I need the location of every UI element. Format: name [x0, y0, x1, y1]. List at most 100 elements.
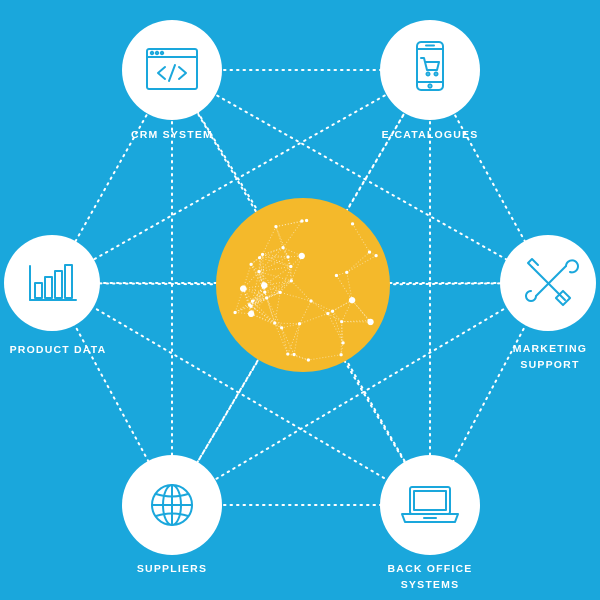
- hub-mesh-node: [263, 290, 267, 294]
- hub-mesh-node: [286, 352, 290, 356]
- hub-mesh-node: [306, 358, 310, 362]
- connector-line: [51, 69, 431, 284]
- node-suppliers[interactable]: [122, 455, 222, 555]
- hub-mesh-line: [252, 291, 281, 302]
- hub-mesh-line: [282, 247, 292, 267]
- hub-mesh-line: [250, 285, 265, 307]
- hub-mesh-line: [252, 297, 267, 302]
- hub-mesh-node: [281, 246, 285, 250]
- hub-mesh-line: [346, 251, 370, 273]
- hub-mesh-line: [250, 291, 266, 307]
- hub-mesh-line: [275, 226, 284, 248]
- hub-mesh-line: [293, 354, 309, 361]
- hub-mesh-node: [233, 310, 237, 315]
- node-marketing-support[interactable]: [500, 235, 596, 331]
- hub-mesh-line: [332, 299, 353, 312]
- node-e-catalogues[interactable]: [380, 20, 480, 120]
- hub-mesh-node: [280, 326, 284, 330]
- hub-mesh-line: [287, 323, 300, 355]
- hub-mesh-line: [327, 313, 344, 344]
- back-office-text: BACK OFFICE: [387, 563, 473, 575]
- hub-mesh-node: [249, 262, 253, 266]
- hub-mesh-line: [262, 254, 292, 267]
- hub-mesh-line: [341, 299, 353, 322]
- hub-mesh-line: [250, 254, 263, 265]
- suppliers-text: SUPPLIERS: [136, 563, 208, 575]
- hub-mesh-line: [282, 247, 302, 257]
- hub-mesh-node: [330, 309, 335, 313]
- hub-mesh-line: [340, 321, 343, 355]
- hub-mesh-line: [252, 271, 260, 302]
- hub-mesh-line: [258, 257, 261, 272]
- connector-line: [171, 282, 549, 506]
- hub-mesh-line: [281, 327, 295, 355]
- label-back-office-systems: BACK OFFICE SYSTEMS: [370, 561, 490, 593]
- hub-mesh-node: [292, 352, 296, 357]
- hub-mesh-line: [341, 321, 344, 343]
- hub-mesh-node: [239, 285, 247, 292]
- hub-mesh-node: [348, 296, 356, 304]
- hub-mesh-line: [299, 313, 329, 325]
- node-back-office-systems[interactable]: [380, 455, 480, 555]
- hub-mesh-node: [274, 225, 278, 229]
- code-window-icon: [146, 48, 198, 90]
- hub-mesh-line: [259, 257, 291, 267]
- hub-mesh-line: [250, 305, 276, 324]
- smartphone-cart-icon: [416, 41, 444, 91]
- hub-mesh-node: [286, 255, 290, 259]
- connector-line: [51, 282, 431, 506]
- hub-mesh-node: [265, 296, 269, 300]
- hub-mesh-line: [336, 275, 353, 301]
- systems-text: SYSTEMS: [400, 579, 460, 591]
- hub-mesh-line: [258, 271, 292, 282]
- hub-mesh-line: [250, 313, 282, 329]
- hub-mesh-line: [293, 323, 301, 355]
- crm-system-text: CRM SYSTEM: [130, 129, 213, 141]
- hub-mesh-line: [263, 285, 266, 293]
- hub-mesh-line: [252, 300, 276, 324]
- hub-mesh-node: [273, 321, 277, 325]
- hub-mesh-line: [336, 271, 347, 276]
- hub-mesh-line: [299, 300, 312, 324]
- hub-mesh-node: [289, 264, 293, 269]
- hub-mesh-line: [287, 256, 292, 281]
- hub-mesh-line: [234, 288, 244, 313]
- hub-mesh-node: [350, 222, 355, 226]
- network-globe-icon: [233, 218, 378, 362]
- hub-mesh-line: [310, 300, 333, 312]
- hub-mesh-line: [287, 353, 309, 361]
- hub-mesh-node: [305, 218, 309, 223]
- hub-mesh-node: [326, 311, 330, 316]
- hub-mesh-line: [274, 322, 300, 325]
- hub-mesh-line: [266, 297, 276, 324]
- hub-mesh-line: [243, 288, 267, 299]
- hub-mesh-line: [352, 223, 370, 253]
- hub-mesh-line: [340, 342, 344, 355]
- hub-mesh-line: [258, 256, 289, 273]
- hub-mesh-line: [262, 247, 284, 255]
- hub-mesh-line: [252, 291, 266, 302]
- hub-mesh-node: [334, 273, 339, 278]
- hub-mesh-line: [310, 300, 329, 314]
- hub-mesh-line: [243, 284, 265, 290]
- hub-mesh-line: [264, 291, 268, 299]
- hub-mesh-line: [275, 226, 289, 258]
- hub-mesh-node: [339, 353, 343, 357]
- hub-mesh-node: [367, 318, 374, 326]
- hub-mesh-line: [258, 271, 281, 293]
- label-marketing-support: MARKETING SUPPORT: [500, 341, 600, 373]
- e-catalogues-text: E-CATALOGUES: [381, 129, 479, 141]
- node-crm-system[interactable]: [122, 20, 222, 120]
- hub-mesh-node: [260, 252, 265, 257]
- hub-mesh-line: [234, 300, 253, 313]
- hub-mesh-line: [308, 354, 342, 361]
- hub-mesh-line: [266, 297, 283, 329]
- hub-mesh-line: [252, 285, 265, 302]
- hub-mesh-node: [261, 282, 268, 289]
- hub-mesh-node: [341, 341, 345, 345]
- hub-mesh-line: [250, 264, 265, 286]
- node-product-data[interactable]: [4, 235, 100, 331]
- marketing-text: MARKETING: [512, 343, 588, 355]
- hub-mesh-line: [263, 266, 292, 286]
